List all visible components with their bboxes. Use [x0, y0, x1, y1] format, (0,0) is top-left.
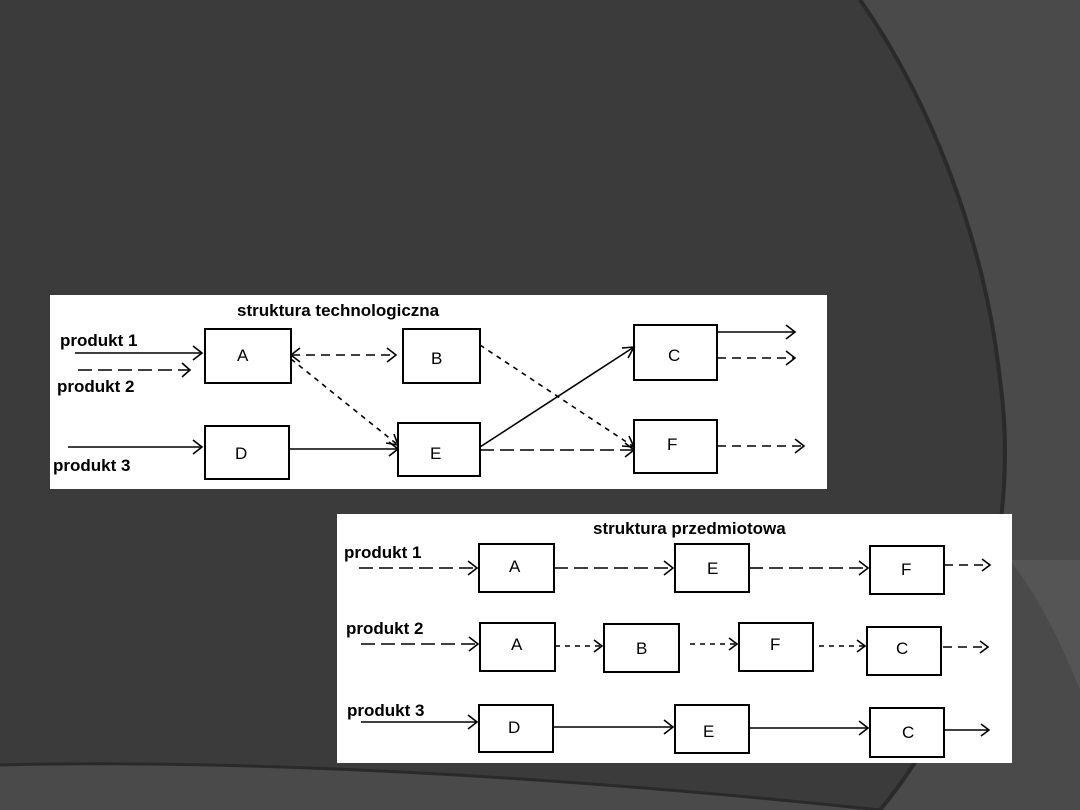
row2-arrow-b-f [690, 637, 739, 651]
svg-text:A: A [509, 557, 521, 576]
label-produkt-1: produkt 1 [344, 543, 421, 562]
technological-structure-diagram: struktura technologiczna A B C D E F pro… [50, 295, 827, 489]
row1-arrow-a-e [554, 560, 675, 576]
box-d: D [204, 425, 290, 480]
row2-arrow-out [943, 640, 990, 654]
svg-text:E: E [430, 444, 441, 463]
arrow-e-f [480, 442, 636, 458]
box-a: A [204, 328, 292, 384]
row1-arrow-out [944, 558, 992, 572]
arrow-e-c [479, 346, 636, 448]
arrow-a-e [290, 358, 400, 447]
svg-text:E: E [703, 722, 714, 741]
row2-box-a: A [479, 622, 556, 672]
row3-arrow-in [361, 714, 479, 730]
row1-arrow-in [359, 560, 479, 576]
row2-box-f: F [738, 622, 814, 672]
row1-box-e: E [674, 543, 750, 593]
box-b: B [402, 328, 481, 384]
row2-arrow-f-c [819, 639, 867, 653]
svg-text:A: A [511, 635, 523, 654]
arrow-f-out [717, 438, 806, 454]
arrow-d-e [289, 441, 400, 457]
diagram-title: struktura przedmiotowa [593, 519, 786, 538]
diagram-title: struktura technologiczna [237, 301, 440, 320]
row2-box-c: C [866, 626, 942, 676]
row3-arrow-out [944, 723, 991, 737]
arrow-p2-a [78, 362, 192, 378]
label-produkt-2: produkt 2 [346, 619, 423, 638]
svg-text:C: C [896, 639, 908, 658]
svg-text:E: E [707, 559, 718, 578]
svg-text:D: D [508, 718, 520, 737]
row3-arrow-d-e [553, 719, 675, 735]
arrow-p3-d [68, 439, 204, 455]
arrow-p1-a [75, 345, 204, 361]
svg-text:C: C [902, 723, 914, 742]
label-produkt-3: produkt 3 [347, 701, 424, 720]
arrow-a-b [289, 347, 398, 363]
arrow-c-out-solid [717, 324, 797, 340]
svg-text:F: F [901, 560, 911, 579]
row1-arrow-e-f [749, 560, 870, 576]
svg-text:F: F [667, 435, 677, 454]
row1-box-a: A [478, 543, 555, 593]
svg-text:D: D [235, 444, 247, 463]
box-c: C [633, 324, 718, 381]
svg-text:B: B [431, 349, 442, 368]
row2-arrow-in [361, 636, 480, 652]
box-f: F [633, 419, 718, 474]
label-produkt-2: produkt 2 [57, 377, 134, 396]
svg-text:C: C [668, 346, 680, 365]
subject-structure-diagram: struktura przedmiotowa produkt 1 A E F [337, 514, 1012, 763]
label-produkt-3: produkt 3 [53, 456, 130, 475]
row1-box-f: F [869, 545, 945, 595]
box-e: E [397, 422, 481, 477]
row3-box-e: E [674, 704, 750, 754]
row3-arrow-e-c [749, 720, 870, 736]
row2-arrow-a-b [555, 639, 604, 653]
row2-box-b: B [603, 623, 680, 673]
arrow-c-out-dashed [717, 350, 797, 366]
svg-text:F: F [770, 635, 780, 654]
svg-text:B: B [636, 639, 647, 658]
arrow-b-f [479, 344, 636, 448]
row3-box-d: D [478, 704, 554, 753]
label-produkt-1: produkt 1 [60, 331, 137, 350]
row3-box-c: C [869, 707, 945, 758]
svg-text:A: A [237, 346, 249, 365]
